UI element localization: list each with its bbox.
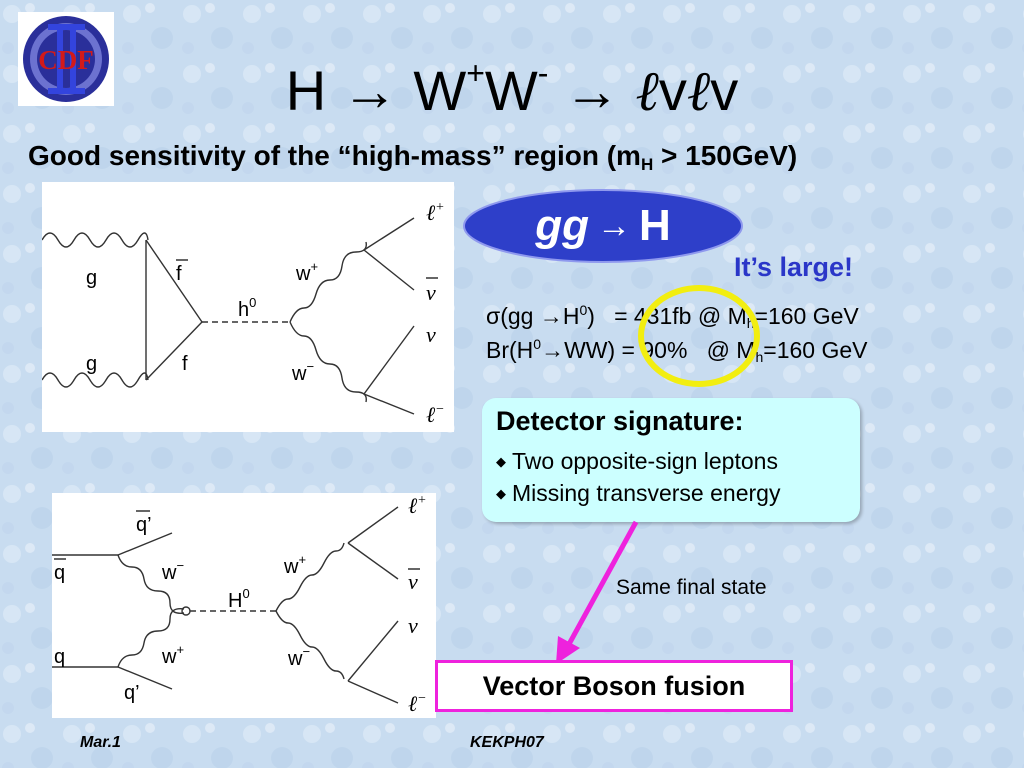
title-w-2: W: [484, 59, 538, 122]
label-f: f: [182, 353, 188, 375]
cdf-logo: CDF: [18, 12, 114, 106]
title-nu-2: v: [710, 59, 739, 122]
label-l-minus: ℓ−: [426, 402, 445, 427]
label-nubar-2: ν: [408, 569, 418, 594]
feynman-diagram-gluon-fusion-graphic: g g f f h0 w+ w− ℓ+ ν ν ℓ−: [41, 200, 445, 427]
gg-h: H: [638, 201, 671, 250]
diamond-bullet-icon: ◆: [496, 486, 506, 501]
title-minus: -: [537, 55, 549, 91]
diamond-bullet-icon: ◆: [496, 454, 506, 469]
label-w-plus: w+: [295, 259, 318, 285]
gg-text: gg: [535, 201, 589, 250]
branching-ratio-formula: Br(H0→WW) = 90% @ Mh=160 GeV: [486, 336, 868, 365]
label-nu-2: ν: [408, 613, 418, 638]
feynman-diagram-gluon-fusion: g g f f h0 w+ w− ℓ+ ν ν ℓ−: [41, 182, 454, 432]
gg-arrow: →: [596, 206, 631, 245]
label-qbar-prime: q’: [136, 514, 152, 536]
title-arrow-2: →: [563, 59, 620, 122]
label-l-plus-2: ℓ+: [408, 493, 427, 518]
label-h0: h0: [238, 295, 256, 321]
title-arrow-1: →: [341, 59, 398, 122]
label-H0: H0: [228, 586, 250, 612]
detector-signature-title: Detector signature:: [496, 406, 744, 436]
title-nu-1: v: [658, 59, 687, 122]
title-w-1: W: [413, 59, 467, 122]
detector-item-1: ◆Two opposite-sign leptons: [496, 448, 778, 474]
footer-date: Mar.1: [80, 734, 121, 751]
vector-boson-fusion-box: Vector Boson fusion: [435, 660, 793, 712]
subtitle-post: > 150GeV): [653, 140, 798, 171]
title-lepton-1: ℓ: [635, 61, 659, 123]
detector-item-2: ◆Missing transverse energy: [496, 480, 781, 506]
subtitle-pre: Good sensitivity of the “high-mass” regi…: [28, 140, 641, 171]
feynman-diagram-vbf: q’ q q q’ w− w+ H0 w+ w− ℓ+ ν ν ℓ−: [52, 493, 436, 718]
its-large-text: It’s large!: [734, 252, 854, 282]
label-w-minus-left: w−: [161, 558, 184, 584]
feynman-diagram-vbf-graphic: q’ q q q’ w− w+ H0 w+ w− ℓ+ ν ν ℓ−: [52, 493, 427, 716]
label-g-top: g: [86, 267, 97, 289]
footer-conference: KEKPH07: [470, 734, 544, 751]
slide-title: H → W+W- → ℓvℓv: [0, 38, 1024, 127]
label-qbar: q: [54, 562, 65, 584]
label-l-minus-2: ℓ−: [408, 691, 427, 716]
cdf-logo-graphic: CDF: [23, 16, 109, 102]
label-fbar: f: [176, 263, 182, 285]
detector-signature-box: [482, 398, 860, 522]
same-final-state-label: Same final state: [616, 576, 767, 599]
gg-to-h-ellipse: [463, 189, 743, 263]
title-h: H: [285, 59, 327, 122]
label-w-plus-right: w+: [283, 552, 306, 578]
label-l-plus: ℓ+: [426, 200, 445, 225]
gg-to-h-label: gg→H: [462, 188, 744, 264]
highlight-circle: [638, 285, 760, 387]
label-g-bottom: g: [86, 353, 97, 375]
cross-section-formula: σ(gg →H0) = 431fb @ Mh=160 GeV: [486, 302, 859, 331]
label-nubar: ν: [426, 280, 436, 305]
label-w-minus-right: w−: [287, 644, 310, 670]
subtitle-sub: H: [640, 155, 654, 174]
label-w-minus: w−: [291, 359, 314, 385]
same-final-state-arrow: [556, 520, 639, 664]
label-nu: ν: [426, 322, 436, 347]
cdf-logo-text: CDF: [38, 45, 94, 75]
label-w-plus-left: w+: [161, 642, 184, 668]
label-q: q: [54, 646, 65, 668]
title-plus: +: [466, 55, 485, 91]
slide-subtitle: Good sensitivity of the “high-mass” regi…: [28, 140, 797, 175]
label-q-prime: q’: [124, 682, 140, 704]
title-lepton-2: ℓ: [686, 61, 711, 123]
